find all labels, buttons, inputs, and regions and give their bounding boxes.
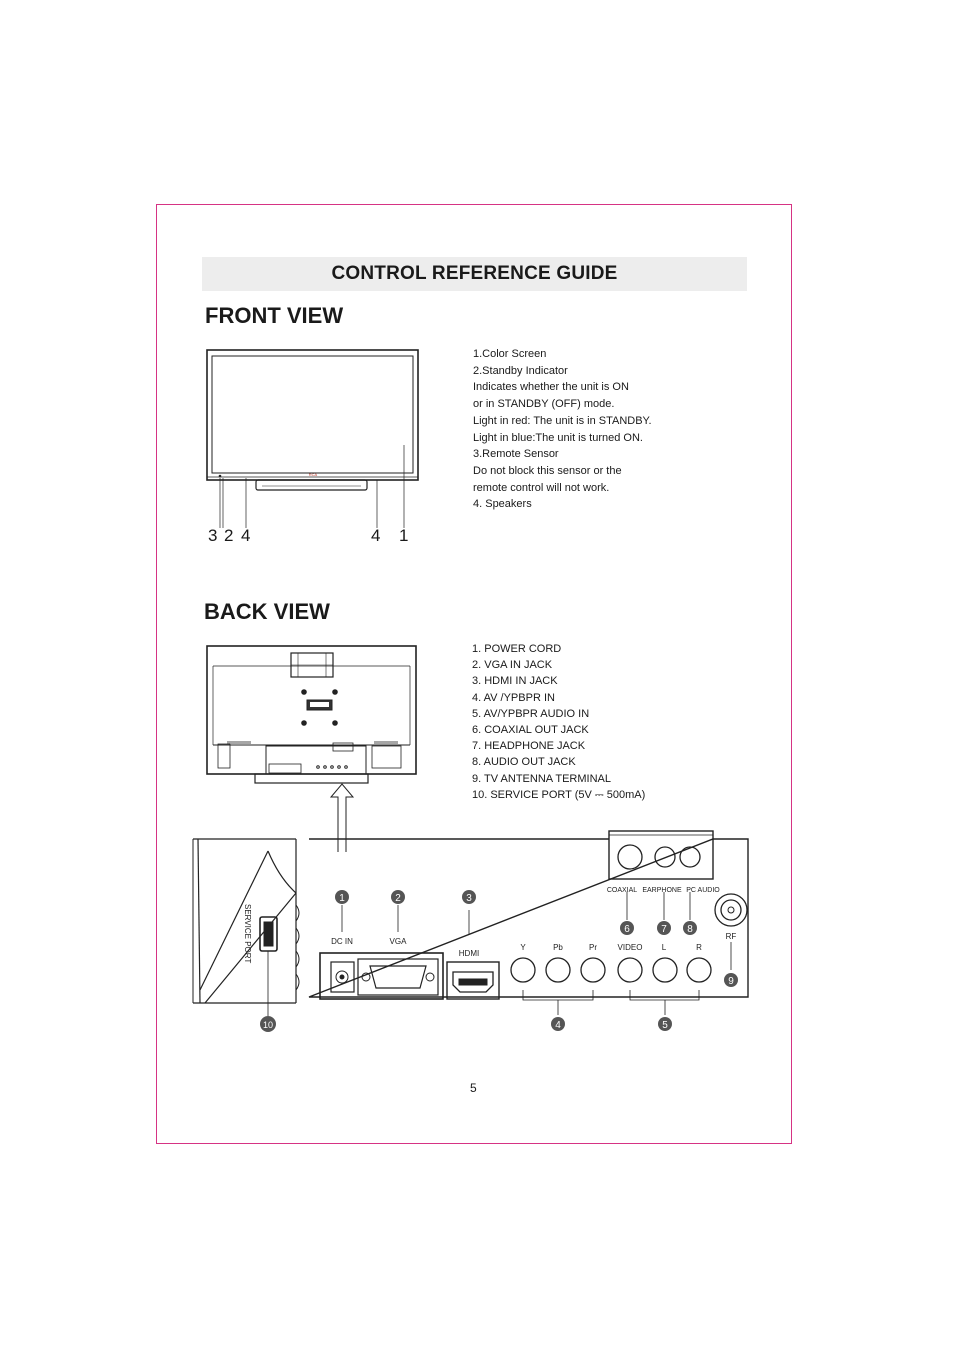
guide-title: CONTROL REFERENCE GUIDE: [331, 263, 618, 284]
audio-r-jack-icon: [686, 957, 712, 983]
callout-3: 3: [208, 526, 218, 545]
badge-5: 5: [662, 1020, 668, 1031]
callout-2: 2: [224, 526, 234, 545]
front-tv-illustration: RCA: [206, 349, 419, 528]
rf-terminal-icon: [714, 893, 748, 927]
badge-6: 6: [624, 924, 630, 935]
service-port-label: SERVICE PORT: [243, 904, 252, 963]
dc-in-jack-icon: [330, 961, 355, 993]
pb-label: Pb: [553, 943, 563, 952]
service-port-icon: [259, 916, 278, 952]
top-jack-labels: COAXIAL EARPHONE PC AUDIO: [607, 887, 720, 894]
back-desc-line: 1. POWER CORD: [472, 643, 562, 655]
vga-port-icon: [369, 965, 427, 989]
video-label: VIDEO: [618, 943, 643, 952]
front-desc-line: or in STANDBY (OFF) mode.: [473, 398, 615, 411]
badge-7: 7: [661, 924, 667, 935]
front-view-heading: FRONT VIEW: [205, 303, 344, 328]
vga-label: VGA: [390, 937, 408, 946]
callout-4-left: 4: [241, 526, 251, 545]
rf-label: RF: [726, 932, 737, 941]
back-desc-line: 6. COAXIAL OUT JACK: [472, 724, 589, 737]
front-view-descriptions: 1.Color Screen 2.Standby Indicator Indic…: [473, 346, 652, 513]
front-desc-line: remote control will not work.: [473, 481, 610, 494]
y-label: Y: [520, 943, 526, 952]
number-badges: 1 2 3 4 5 6 7 8 9 10: [260, 890, 738, 1032]
back-desc-line: 2. VGA IN JACK: [472, 659, 553, 672]
back-desc-line: 8. AUDIO OUT JACK: [472, 756, 576, 769]
audio-l-jack-icon: [652, 957, 678, 983]
badge-9: 9: [728, 976, 734, 987]
video-jack-icon: [617, 957, 643, 983]
back-tv-illustration: [206, 645, 417, 852]
pc-audio-label: PC AUDIO: [686, 887, 720, 894]
pb-jack-icon: [545, 957, 571, 983]
earphone-label: EARPHONE: [642, 887, 682, 894]
dc-in-label: DC IN: [331, 937, 353, 946]
front-desc-line: 3.Remote Sensor: [473, 448, 559, 461]
back-view-descriptions: 1. POWER CORD 2. VGA IN JACK 3. HDMI IN …: [472, 641, 645, 803]
front-desc-line: 4. Speakers: [473, 498, 532, 511]
front-desc-line: 2.Standby Indicator: [473, 364, 568, 377]
side-panel-illustration: [192, 838, 300, 1016]
hdmi-port-icon: [452, 971, 494, 993]
badge-2: 2: [395, 893, 401, 904]
front-brand-logo: RCA: [309, 472, 318, 477]
audio-l-label: L: [662, 943, 667, 952]
hdmi-label: HDMI: [459, 949, 479, 958]
badge-3: 3: [466, 893, 472, 904]
pc-audio-jack-icon: [679, 846, 701, 868]
pr-label: Pr: [589, 943, 597, 952]
back-desc-line: 3. HDMI IN JACK: [472, 675, 558, 688]
page-number: 5: [470, 1081, 477, 1095]
callout-1: 1: [399, 526, 409, 545]
callout-4-right: 4: [371, 526, 381, 545]
pr-jack-icon: [580, 957, 606, 983]
audio-r-label: R: [696, 943, 702, 952]
back-desc-line: 7. HEADPHONE JACK: [472, 740, 586, 753]
back-desc-line: 4. AV /YPBPR IN: [472, 691, 555, 704]
front-desc-line: Do not block this sensor or the: [473, 464, 622, 477]
back-desc-line: 5. AV/YPBPR AUDIO IN: [472, 707, 590, 720]
y-jack-icon: [510, 957, 536, 983]
back-desc-line: 10. SERVICE PORT (5V ⎓ 500mA): [472, 788, 646, 801]
front-desc-line: 1.Color Screen: [473, 348, 547, 360]
coaxial-jack-icon: [617, 844, 643, 870]
badge-4: 4: [555, 1020, 561, 1031]
back-desc-line: 9. TV ANTENNA TERMINAL: [472, 772, 611, 785]
front-desc-line: Indicates whether the unit is ON: [473, 381, 629, 394]
earphone-jack-icon: [654, 846, 676, 868]
page-frame: [156, 204, 792, 1144]
front-desc-line: Light in red: The unit is in STANDBY.: [473, 414, 652, 427]
back-view-heading: BACK VIEW: [204, 599, 330, 624]
badge-10: 10: [263, 1020, 273, 1030]
connector-labels: DC IN VGA HDMI Y Pb Pr VIDEO L R RF: [331, 932, 736, 958]
connector-panel-illustration: [308, 830, 749, 1015]
standby-indicator-icon: [218, 474, 222, 478]
front-desc-line: Light in blue:The unit is turned ON.: [473, 431, 643, 444]
badge-1: 1: [339, 893, 345, 904]
guide-title-bar: CONTROL REFERENCE GUIDE: [202, 257, 747, 291]
badge-8: 8: [687, 924, 693, 935]
coaxial-label: COAXIAL: [607, 887, 637, 894]
